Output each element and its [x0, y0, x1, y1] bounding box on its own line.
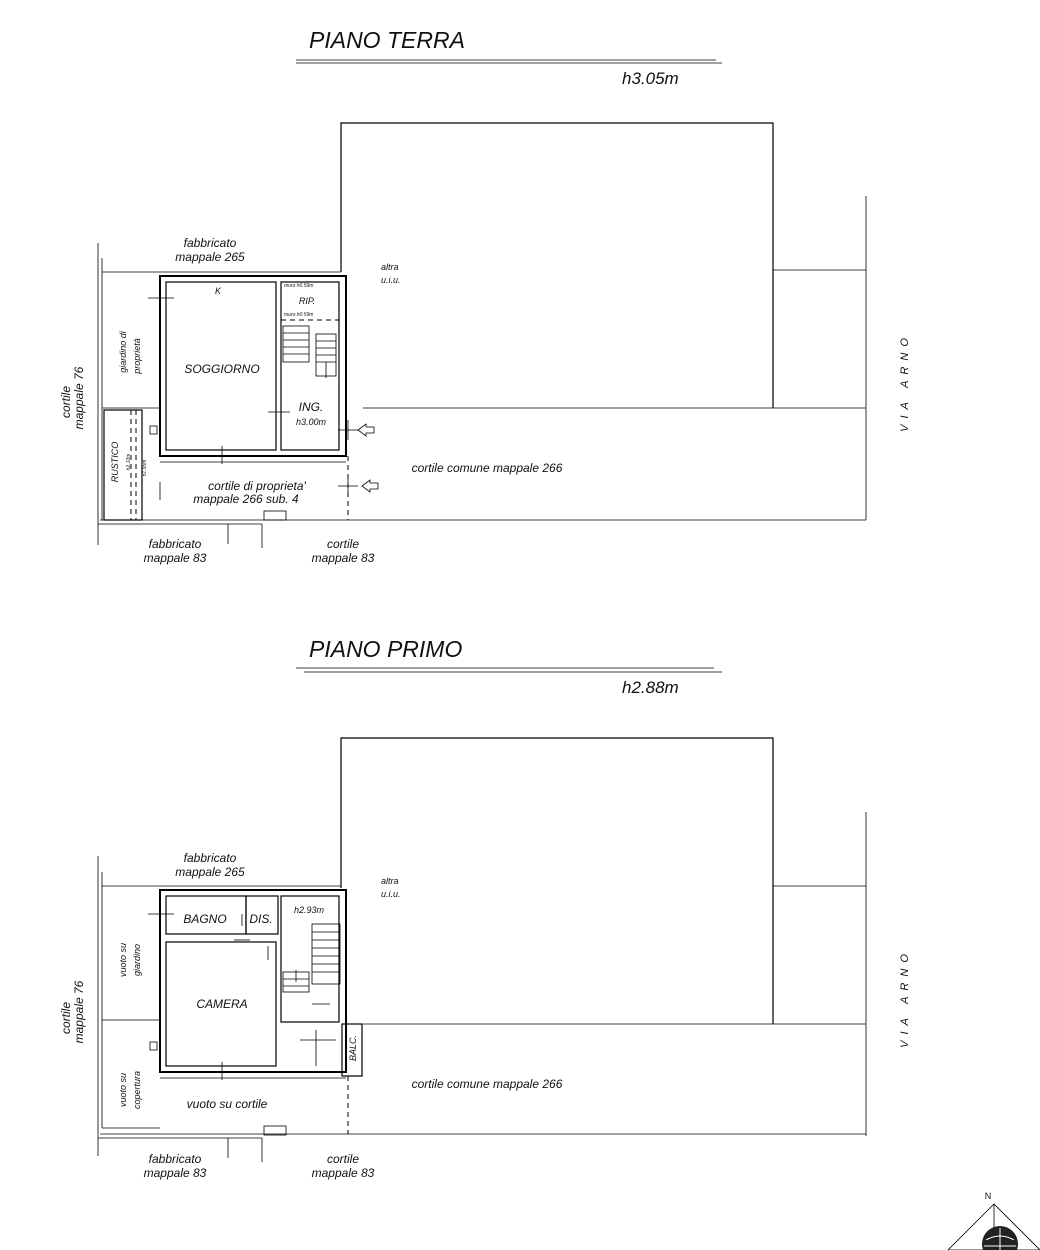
column-mark	[149, 425, 158, 435]
label-cortile-proprieta: cortile di proprieta'	[208, 479, 306, 493]
unit-outer-wall	[159, 889, 347, 1073]
label-cortile-proprieta: mappale 266 sub. 4	[193, 492, 299, 506]
column-mark	[149, 1041, 158, 1051]
floor-title: PIANO TERRA	[309, 27, 465, 53]
label-cortile-76: mappale 76	[72, 366, 86, 429]
other-unit-outline	[340, 122, 774, 408]
label-bagno: BAGNO	[183, 912, 226, 926]
label-cortile-comune: cortile comune mappale 266	[412, 1077, 563, 1091]
entrance-arrow-icon	[357, 423, 375, 437]
label-cortile-76: cortile	[59, 1002, 73, 1034]
unit-outer-wall	[159, 275, 347, 457]
label-muro: muro h0.59m	[284, 312, 313, 318]
label-k: K	[215, 286, 222, 296]
label-via-arno: VIA ARNO	[899, 332, 911, 432]
compass-rose-icon: N	[947, 1191, 1040, 1250]
label-cortile-comune: cortile comune mappale 266	[412, 461, 563, 475]
compass-north-label: N	[985, 1191, 992, 1201]
label-giardino: giardino di	[118, 330, 128, 373]
label-ing: ING.	[299, 400, 324, 414]
label-dis: DIS.	[249, 912, 272, 926]
globe-lines	[984, 1228, 1016, 1250]
label-balc: BALC.	[348, 1035, 358, 1061]
compass-arrow	[947, 1203, 1040, 1250]
label-altra-uiu: altra	[381, 262, 399, 272]
label-fabbricato-83: fabbricato	[149, 1152, 202, 1166]
label-camera: CAMERA	[196, 997, 247, 1011]
label-cortile-76: cortile	[59, 386, 73, 418]
entry-step-icon	[263, 1125, 287, 1136]
label-fabbricato-265: mappale 265	[175, 865, 245, 879]
piano-terra: PIANO TERRA h3.05m	[59, 27, 911, 565]
label-altra-uiu: u.i.u.	[381, 275, 401, 285]
label-soggiorno: SOGGIORNO	[184, 362, 259, 376]
label-cortile-83: mappale 83	[312, 551, 375, 565]
entrance-arrow-icon	[361, 479, 379, 493]
other-unit-outline	[340, 737, 774, 1024]
label-cortile-76: mappale 76	[72, 980, 86, 1043]
label-rustico-h: h2.10m	[126, 454, 132, 471]
label-rustico: RUSTICO	[110, 442, 120, 483]
label-vuoto-giardino: giardino	[132, 944, 142, 976]
label-giardino: proprietà	[132, 338, 142, 375]
label-altra-uiu: altra	[381, 876, 399, 886]
stair-flight	[311, 923, 341, 985]
label-stair-height: h2.93m	[294, 905, 325, 915]
piano-primo: PIANO PRIMO h2.88m	[59, 636, 911, 1180]
label-muro: muro h0.59m	[284, 283, 313, 289]
floor-height: h2.88m	[622, 678, 679, 697]
label-fabbricato-83: mappale 83	[144, 551, 207, 565]
stair-flight	[282, 325, 310, 363]
label-fabbricato-265: fabbricato	[184, 236, 237, 250]
label-altra-uiu: u.i.u.	[381, 889, 401, 899]
entry-step-icon	[263, 510, 287, 521]
balcone	[341, 1023, 363, 1077]
label-cortile-83: cortile	[327, 1152, 359, 1166]
label-fabbricato-83: fabbricato	[149, 537, 202, 551]
label-fabbricato-265: fabbricato	[184, 851, 237, 865]
label-cortile-83: cortile	[327, 537, 359, 551]
rustico-room	[103, 409, 143, 521]
floor-title: PIANO PRIMO	[309, 636, 462, 662]
label-rip: RIP.	[299, 296, 315, 306]
label-cortile-83: mappale 83	[312, 1166, 375, 1180]
label-via-arno: VIA ARNO	[899, 948, 911, 1048]
ingresso-room	[280, 281, 340, 451]
label-rustico-h: h1.95m	[142, 460, 148, 477]
camera-room	[165, 941, 277, 1067]
label-vuoto-copertura: vuoto su	[118, 1073, 128, 1107]
label-vuoto-giardino: vuoto su	[118, 943, 128, 977]
disimpegno-room	[245, 895, 279, 935]
label-ing-height: h3.00m	[296, 417, 327, 427]
soggiorno-room	[165, 281, 277, 451]
label-fabbricato-83: mappale 83	[144, 1166, 207, 1180]
stair	[282, 325, 337, 378]
label-vuoto-copertura: copertura	[132, 1071, 142, 1109]
stair-room	[280, 895, 340, 1023]
label-fabbricato-265: mappale 265	[175, 250, 245, 264]
label-vuoto-cortile: vuoto su cortile	[187, 1097, 268, 1111]
floor-height: h3.05m	[622, 69, 679, 88]
stair	[282, 923, 341, 1005]
